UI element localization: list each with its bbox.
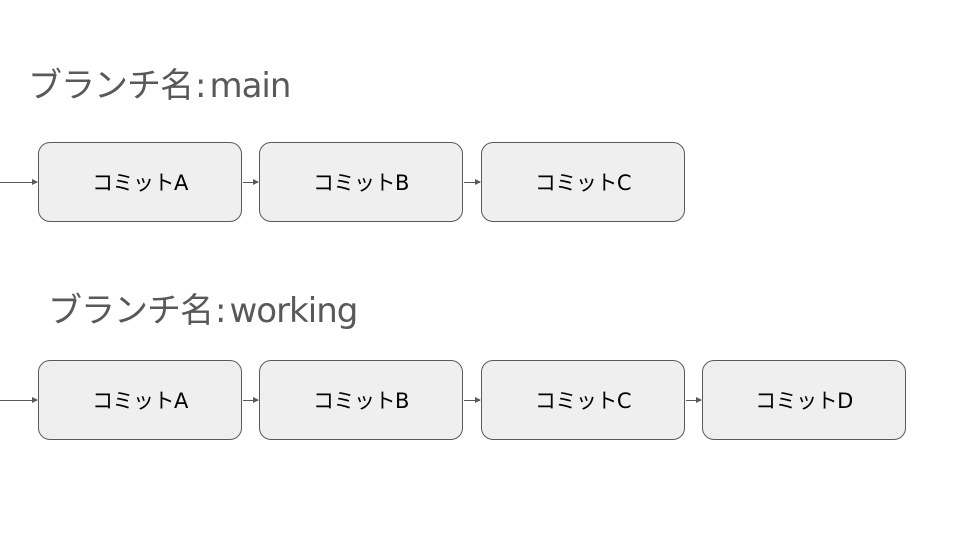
branch-name: main <box>209 66 291 106</box>
branch-label: ブランチ名 <box>48 291 214 331</box>
branch-title-working: ブランチ名:working <box>48 291 358 331</box>
arrow-into-commit-a <box>0 179 38 185</box>
branch-title-main: ブランチ名:main <box>28 66 291 106</box>
commit-node: コミットB <box>259 360 463 440</box>
arrow-b-to-c <box>464 179 481 185</box>
arrow-a-to-b <box>243 179 259 185</box>
separator: : <box>215 291 227 331</box>
arrow-b-to-c <box>464 397 481 403</box>
commit-node: コミットC <box>481 142 685 222</box>
commit-node: コミットC <box>481 360 685 440</box>
commit-node: コミットD <box>702 360 906 440</box>
branch-name: working <box>229 291 358 331</box>
commit-node: コミットA <box>38 142 242 222</box>
commit-node: コミットA <box>38 360 242 440</box>
separator: : <box>195 66 207 106</box>
arrow-a-to-b <box>243 397 259 403</box>
arrow-into-commit-a <box>0 397 38 403</box>
branch-label: ブランチ名 <box>28 66 194 106</box>
arrow-c-to-d <box>686 397 702 403</box>
commit-node: コミットB <box>259 142 463 222</box>
